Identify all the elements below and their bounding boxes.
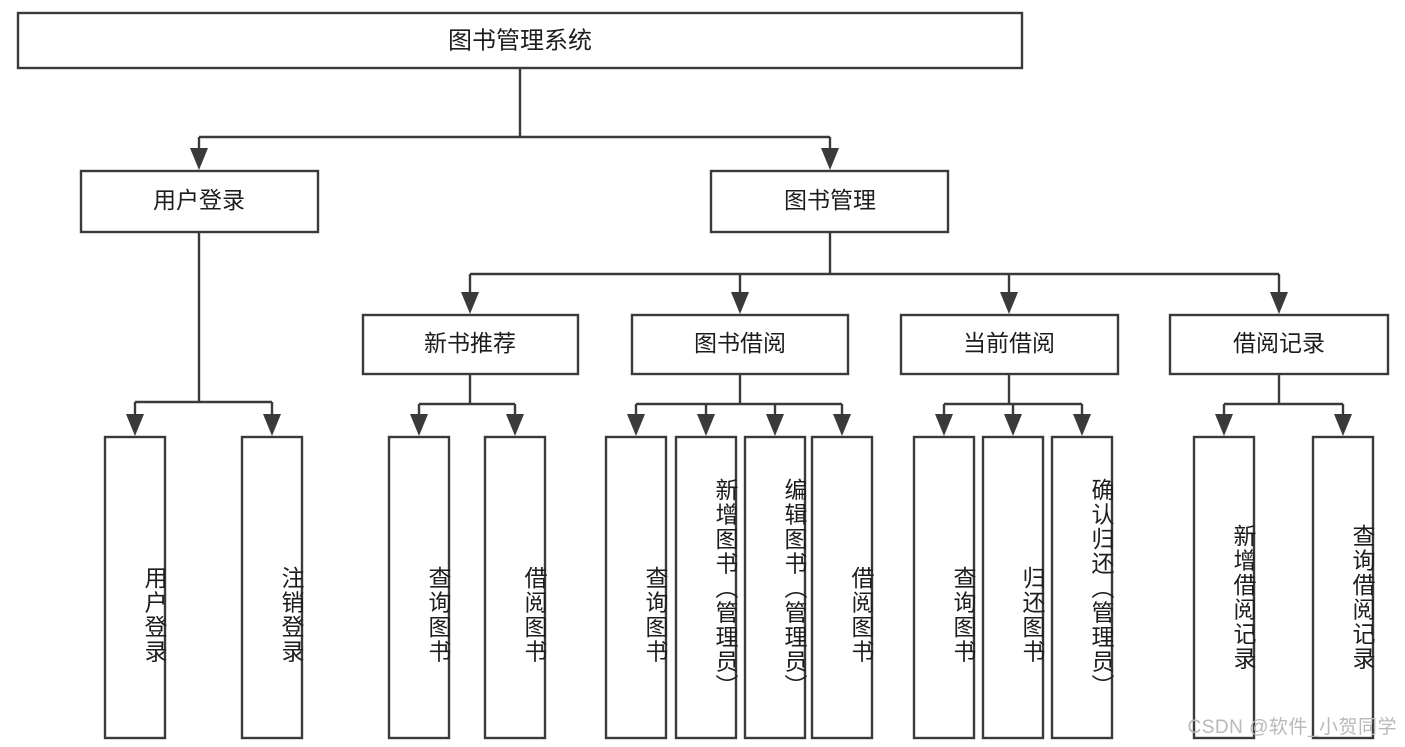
node-book-management-box[interactable] [709,169,950,234]
leaf-box-book-borrow-3[interactable] [743,435,807,740]
node-borrow-record[interactable]: 借阅记录 [1168,313,1390,376]
arrow-root-to-bookmgmt [821,148,839,170]
node-user-login-box[interactable] [79,169,320,234]
leaf-box-user-login-2[interactable] [240,435,304,740]
node-current-borrow[interactable]: 当前借阅 [899,313,1120,376]
arrow-login-leaf-1 [126,414,144,436]
leaf-box-new-book-1[interactable] [387,435,451,740]
arrow-newbook-leaf-2 [506,414,524,436]
leaf-box-borrow-record-2[interactable] [1311,435,1375,740]
leaf-box-current-borrow-3[interactable] [1050,435,1114,740]
arrow-borrowrecord-leaf-1 [1215,414,1233,436]
node-root[interactable]: 图书管理系统 [16,11,1024,70]
node-book-borrow-box[interactable] [630,313,850,376]
node-new-book-recommend-label: 新书推荐 [424,330,516,356]
arrow-currentborrow-leaf-2 [1004,414,1022,436]
node-user-login[interactable]: 用户登录 [79,169,320,234]
node-current-borrow-box[interactable] [899,313,1120,376]
node-book-borrow[interactable]: 图书借阅 [630,313,850,376]
leaf-box-current-borrow-1[interactable] [912,435,976,740]
leaf-box-book-borrow-2[interactable] [674,435,738,740]
arrow-bookborrow-leaf-1 [627,414,645,436]
node-root-box[interactable] [16,11,1024,70]
arrow-root-to-login [190,148,208,170]
node-book-borrow-label: 图书借阅 [694,330,786,356]
leaf-box-user-login-1[interactable] [103,435,167,740]
leaf-box-current-borrow-2[interactable] [981,435,1045,740]
arrow-bookborrow-leaf-4 [833,414,851,436]
csdn-watermark: CSDN @软件_小贺同学 [1187,717,1397,738]
arrow-borrowrecord-leaf-2 [1334,414,1352,436]
arrow-to-current-borrow [1000,292,1018,314]
node-book-management-label: 图书管理 [784,187,876,213]
arrow-currentborrow-leaf-1 [935,414,953,436]
connector-group [126,68,1352,436]
arrow-currentborrow-leaf-3 [1073,414,1091,436]
node-root-label: 图书管理系统 [448,27,592,54]
node-new-book-recommend-box[interactable] [361,313,580,376]
node-borrow-record-label: 借阅记录 [1233,330,1325,356]
node-current-borrow-label: 当前借阅 [963,330,1055,356]
leaf-box-new-book-2[interactable] [483,435,547,740]
arrow-login-leaf-2 [263,414,281,436]
arrow-bookborrow-leaf-2 [697,414,715,436]
leaf-box-book-borrow-1[interactable] [604,435,668,740]
arrow-to-borrow-record [1270,292,1288,314]
node-book-management[interactable]: 图书管理 [709,169,950,234]
node-user-login-label: 用户登录 [153,187,245,213]
leaf-box-book-borrow-4[interactable] [810,435,874,740]
arrow-to-book-borrow [731,292,749,314]
arrow-bookborrow-leaf-3 [766,414,784,436]
arrow-to-new-book [461,292,479,314]
node-new-book-recommend[interactable]: 新书推荐 [361,313,580,376]
leaf-box-borrow-record-1[interactable] [1192,435,1256,740]
node-borrow-record-box[interactable] [1168,313,1390,376]
arrow-newbook-leaf-1 [410,414,428,436]
